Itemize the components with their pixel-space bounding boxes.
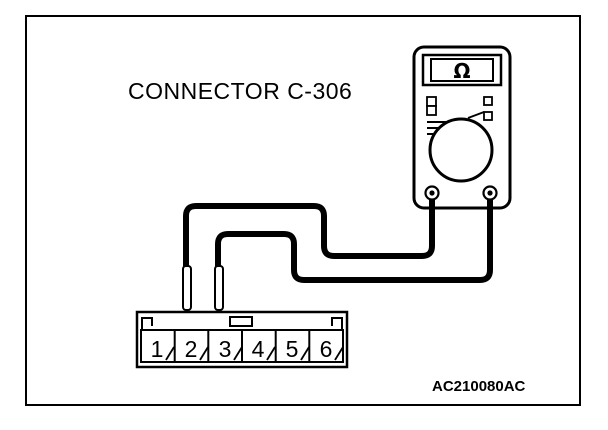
ohmmeter-icon: Ω	[412, 45, 512, 210]
meter-key-icon	[483, 96, 493, 106]
meter-symbol: Ω	[453, 59, 470, 83]
pin-number-2: 2	[185, 336, 198, 362]
pin-number-5: 5	[286, 336, 299, 362]
pin-number-3: 3	[219, 336, 232, 362]
connector-label: CONNECTOR C-306	[128, 78, 353, 104]
test-lead-1	[183, 199, 435, 268]
pin-number-1: 1	[151, 336, 164, 362]
test-lead-2	[215, 199, 493, 283]
figure-code: AC210080AC	[432, 378, 526, 395]
meter-key-icon	[483, 111, 493, 121]
meter-display	[430, 58, 494, 82]
rotary-dial-icon	[428, 117, 494, 183]
meter-key-icon	[426, 96, 437, 107]
meter-key-icon	[426, 105, 437, 116]
pin-number-6: 6	[320, 336, 333, 362]
connector-c306: 1 2 3 4 5 6	[135, 310, 349, 369]
diagram-frame	[25, 15, 581, 406]
pin-number-4: 4	[252, 336, 265, 362]
